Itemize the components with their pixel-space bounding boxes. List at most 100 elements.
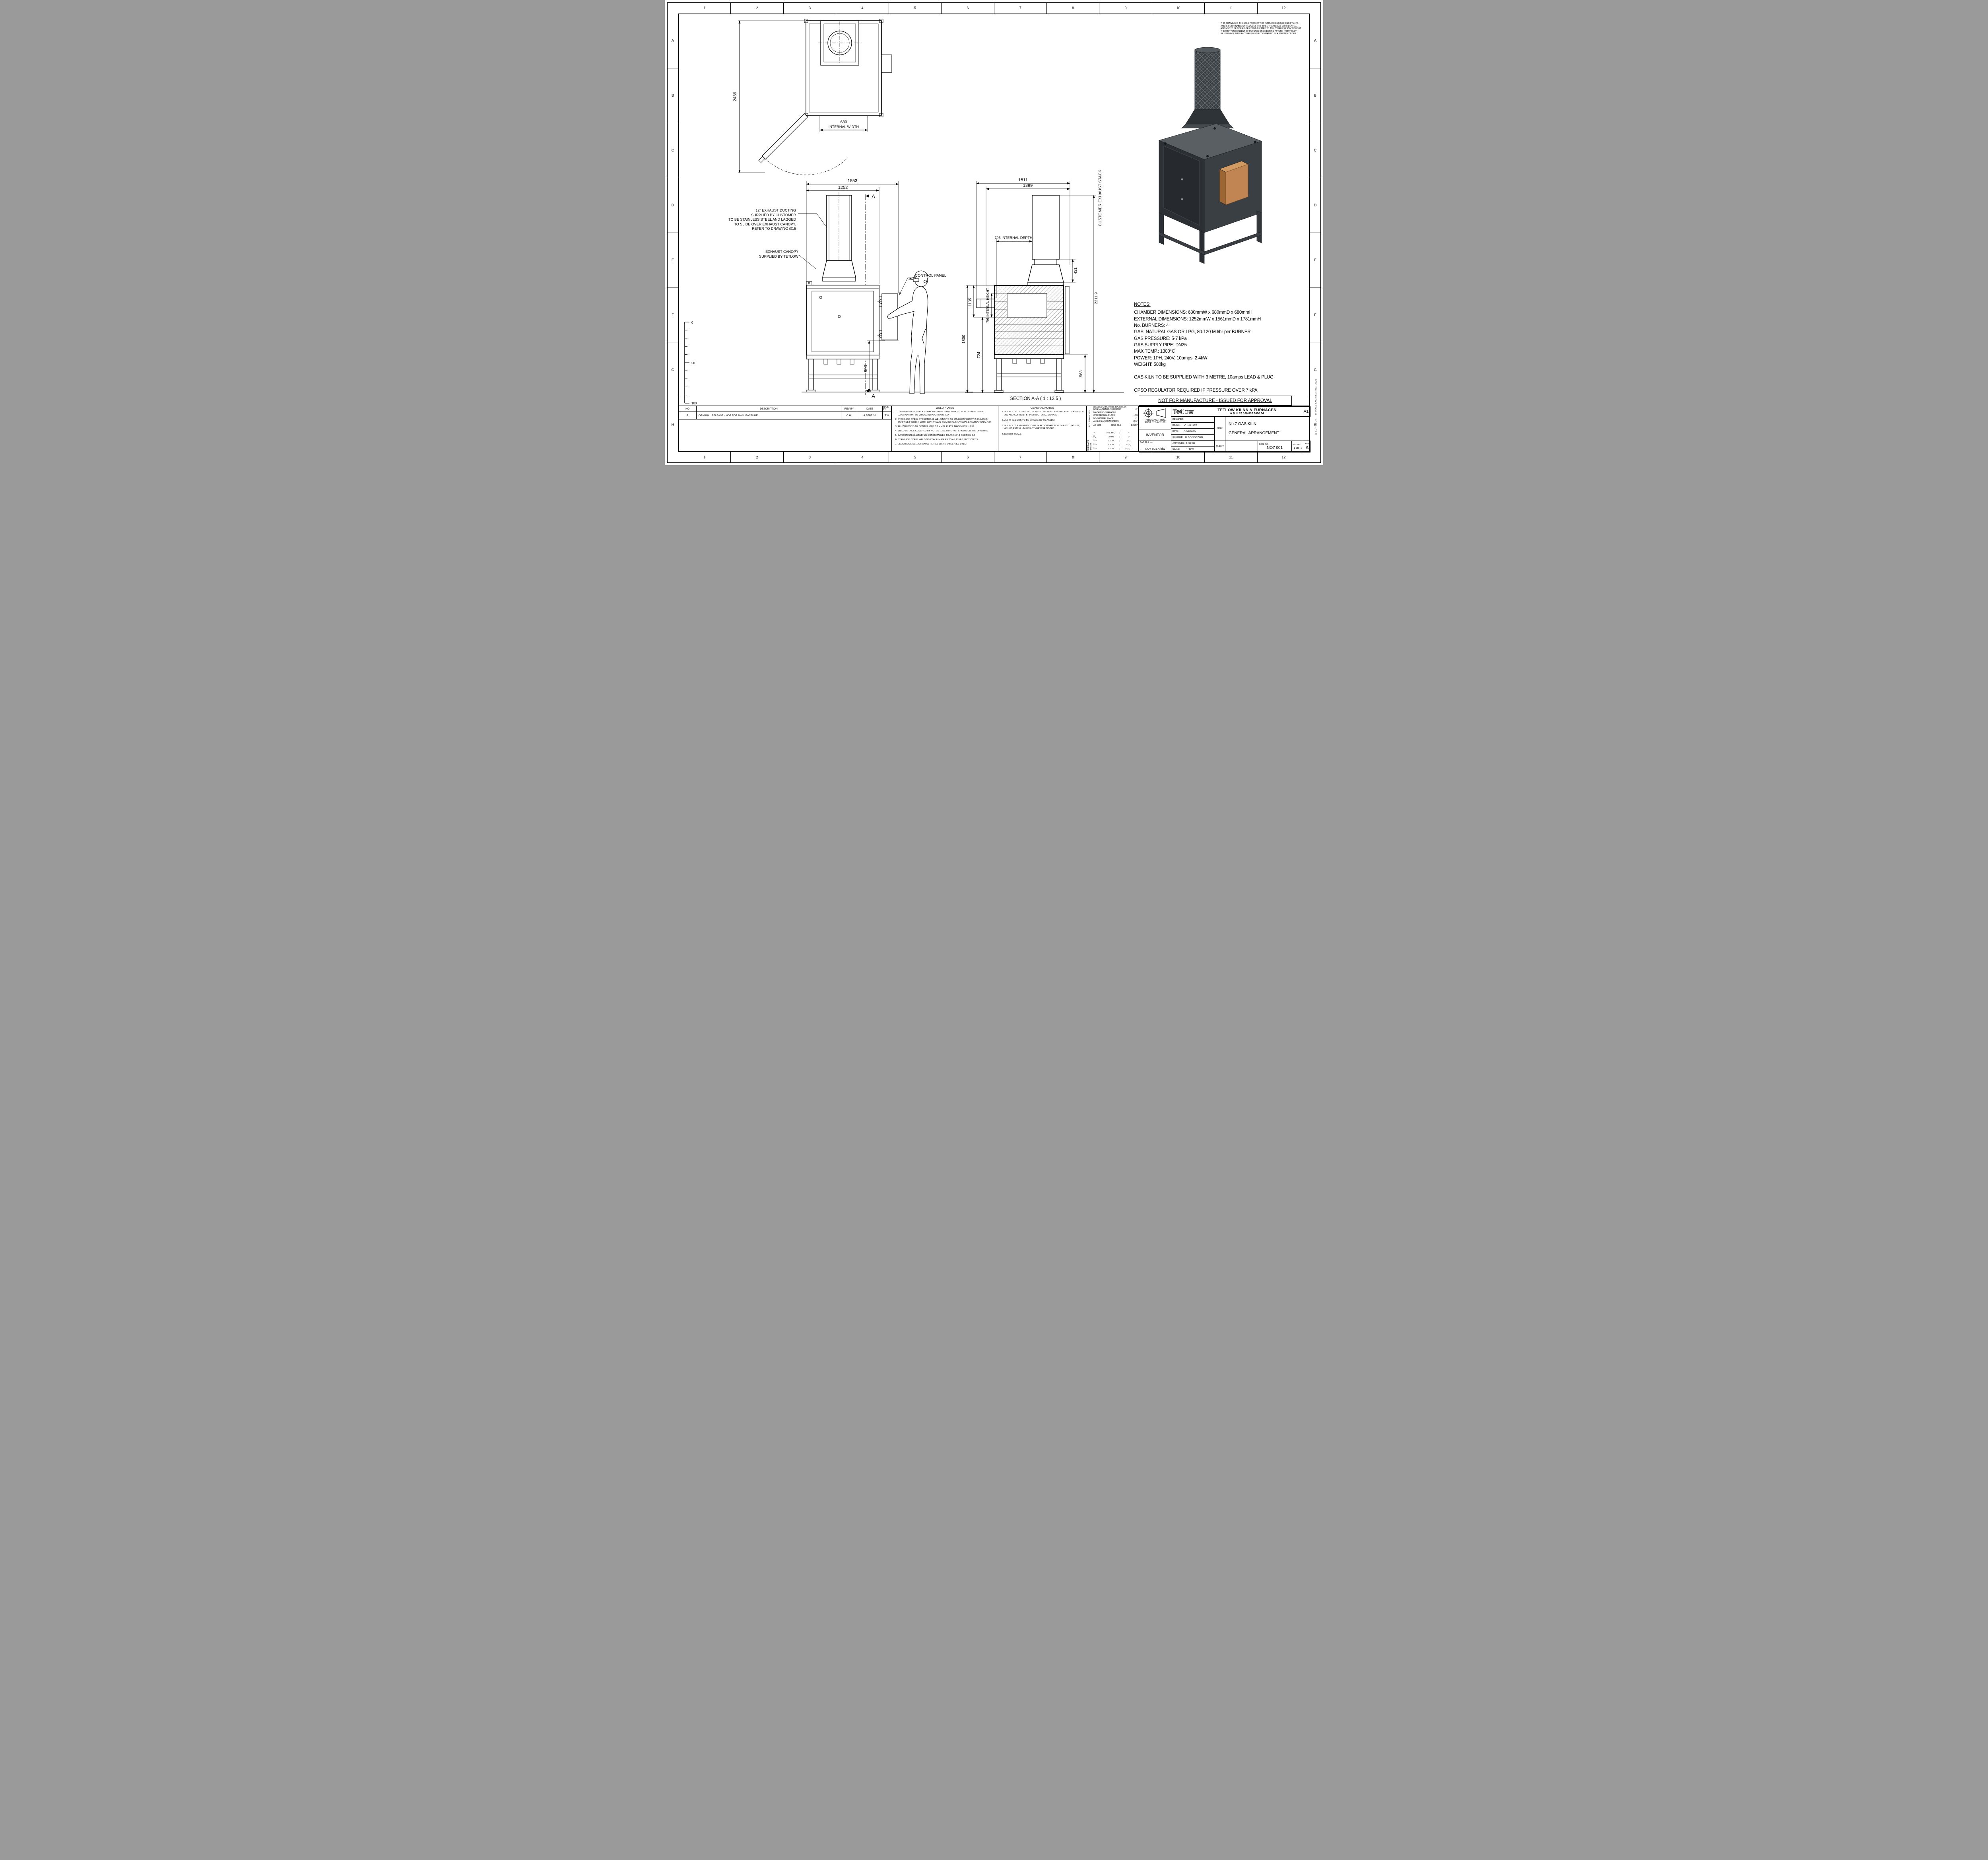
drawing-title-line1: No.7 GAS KILN <box>1229 421 1257 426</box>
weld-note-item: ELECTRODE SELECTION AS PER AS 1554.6 TAB… <box>898 443 996 446</box>
tolerance-name: NO DECIMAL PLACE <box>1093 417 1114 420</box>
zone-label: 8 <box>1047 452 1100 463</box>
zone-label: A <box>667 14 678 68</box>
standard-label: AUST STD AS1100 <box>1145 421 1165 424</box>
zone-label: 3 <box>784 2 837 14</box>
sf-cla: 6.3um <box>1108 444 1114 446</box>
tolerance-block: TOLERANCES: SURFACE FINISH (UNLESS OTHER… <box>1086 406 1138 452</box>
zone-label: 5 <box>889 2 942 14</box>
zone-label: 1 <box>678 452 731 463</box>
zone-label: 1 <box>678 2 731 14</box>
zone-label: F <box>1310 287 1321 343</box>
rev-row-no: A <box>678 412 697 419</box>
weld-note-item: STAINLESS STEEL STRUCTURAL WELDING TO AS… <box>898 418 996 424</box>
approved-cell: APPROVED: T.NASH <box>1171 440 1215 447</box>
sht-no-value: 1 OF 1 <box>1293 447 1302 450</box>
projection-cell: THIRD ANG. PROJ. AUST STD AS1100 <box>1139 406 1171 429</box>
tolerance-value: ±0.5° <box>1132 420 1138 423</box>
note-line: OPSO REGULATOR REQUIRED IF PRESSURE OVER… <box>1134 388 1258 393</box>
designed-cell: DESIGNED: <box>1171 416 1215 423</box>
zone-label: C <box>1310 123 1321 178</box>
weld-note-item: STAINLESS STEEL WELDING CONSUMABLES TO A… <box>898 439 996 442</box>
date-cell: DATE: 3/09/2020 <box>1171 428 1215 435</box>
zone-label: 12 <box>1281 455 1286 459</box>
drawn-cell: DRAWN: C. HILLIER <box>1171 422 1215 429</box>
zone-label: 4 <box>836 452 889 463</box>
zone-label: H <box>1314 422 1317 427</box>
sf-equiv: ▽▽ <box>1120 440 1138 442</box>
note-line: No. BURNERS: 4 <box>1134 323 1169 328</box>
sf-cla: 1.6um <box>1108 440 1114 442</box>
weld-note-item: CARBON STEEL STRUCTURAL WELDING TO AS 15… <box>898 411 996 417</box>
zone-label: E <box>1310 233 1321 288</box>
sf-col-header: AS 1100 <box>1093 424 1101 427</box>
projection-label: THIRD ANG. PROJ. <box>1144 419 1166 421</box>
tolerance-header: (UNLESS OTHERWISE SPECIFIED) <box>1093 406 1126 408</box>
section-dim-724: 724 <box>977 351 981 358</box>
zone-label: 6 <box>942 2 994 14</box>
cad-file-cell: CAD FILE No. NO7 001 A.idw <box>1139 441 1171 452</box>
scale-tick-0: 0 <box>691 321 693 324</box>
sf-cla: NO. M/C <box>1107 432 1115 434</box>
cad-file-value: NO7 001 A.idw <box>1145 447 1165 450</box>
inner-border <box>678 14 1310 452</box>
date-label: DATE: <box>1173 430 1178 433</box>
sheet-size-cell: A1 <box>1302 406 1310 417</box>
client-value-cell <box>1225 441 1258 452</box>
designed-label: DESIGNED: <box>1173 418 1184 421</box>
section-label: SECTION A-A ( 1 : 12.5 ) <box>1010 396 1061 401</box>
front-dim-overall: 1553 <box>848 179 857 183</box>
surface-finish-table: √ NO. M/C ~ 25√ 25um ▽ 1.6√ 1.6um ▽▽ 6.3… <box>1093 431 1138 452</box>
section-marker-bottom: A <box>872 393 876 399</box>
plan-dim-width-label: INTERNAL WIDTH <box>829 125 859 129</box>
customer-stack-label: CUSTOMER EXHAUST STACK <box>1098 170 1103 227</box>
rev-row-revby: C.H. <box>841 412 857 419</box>
scale-cell: SCALE: 1:12.5 <box>1171 446 1215 452</box>
zone-label: G <box>667 342 678 398</box>
company-name: TETLOW KILNS & FURNACES <box>1217 408 1277 412</box>
zone-label: 4 <box>836 2 889 14</box>
control-panel-label: CONTROL PANEL <box>915 274 947 278</box>
front-dim-body: 1252 <box>838 185 848 190</box>
machining-symbol-icon: 25√ <box>1093 435 1096 439</box>
tolerances-label: TOLERANCES: <box>1087 406 1093 431</box>
rev-header-date: DATE <box>857 406 883 412</box>
scale-tick-100: 100 <box>691 402 697 405</box>
zone-label: 10 <box>1152 2 1205 14</box>
rev-header-revby: REV BY <box>841 406 857 412</box>
section-dim-1135: 1135 <box>968 298 973 307</box>
zone-label: 11 <box>1205 2 1258 14</box>
weld-note-item: ALL WELDS TO BE CONTINUOUS 0.7 x MIN. PL… <box>898 425 996 429</box>
rev-row-description: ORIGINAL RELEASE - NOT FOR MANUFACTURE <box>696 412 841 419</box>
drawn-value: C. HILLIER <box>1184 424 1198 427</box>
approved-value: T.NASH <box>1186 442 1195 445</box>
tolerance-name: ONE DECIMAL PLACE <box>1093 414 1115 417</box>
zone-label: D <box>667 178 678 233</box>
approved-label: APPROVED: <box>1173 442 1185 445</box>
zone-label: 9 <box>1099 452 1152 463</box>
note-line: WEIGHT: 580kg <box>1134 362 1166 367</box>
company-cell: Tetlow TETLOW KILNS & FURNACES A.B.N. 26… <box>1171 406 1302 417</box>
notes-heading: NOTES: <box>1134 302 1151 307</box>
rev-cell: REV A <box>1304 441 1310 452</box>
rev-value: A <box>1305 445 1309 450</box>
zone-label: F <box>667 287 678 343</box>
drg-no-value: NO7 001 <box>1266 445 1283 450</box>
approval-banner: NOT FOR MANUFACTURE - ISSUED FOR APPROVA… <box>1139 396 1292 406</box>
front-view: 1553 1252 A A 800 <box>798 179 973 399</box>
sf-equiv: ▽▽▽ <box>1120 444 1138 446</box>
general-note-item: ALL BOLTS AND NUTS TO BE IN ACCORDANCE W… <box>1004 425 1085 431</box>
note-line: GAS SUPPLY PIPE: DN25 <box>1134 342 1187 348</box>
tolerance-value: ±0.3 <box>1133 414 1138 417</box>
zone-label: G <box>1310 342 1321 398</box>
section-dim-internal-height: 795 INTERNAL HEIGHT <box>986 288 990 322</box>
machining-symbol-icon: √ <box>1093 432 1095 435</box>
section-dim-stand: 563 <box>1079 370 1083 377</box>
machining-symbol-icon: 1.6√ <box>1093 439 1097 443</box>
sht-no-label: SHT. NO. <box>1293 443 1301 446</box>
weld-notes: WELD NOTES CARBON STEEL STRUCTURAL WELDI… <box>891 406 998 452</box>
section-dim-overall: 1511 <box>1018 178 1028 183</box>
rev-row-date: 4 SEPT 20 <box>857 412 883 419</box>
drawing-title-cell: No.7 GAS KILN GENERAL ARRANGEMENT <box>1225 416 1302 441</box>
tolerance-name: NON MACHINED SURFACES <box>1093 408 1122 411</box>
